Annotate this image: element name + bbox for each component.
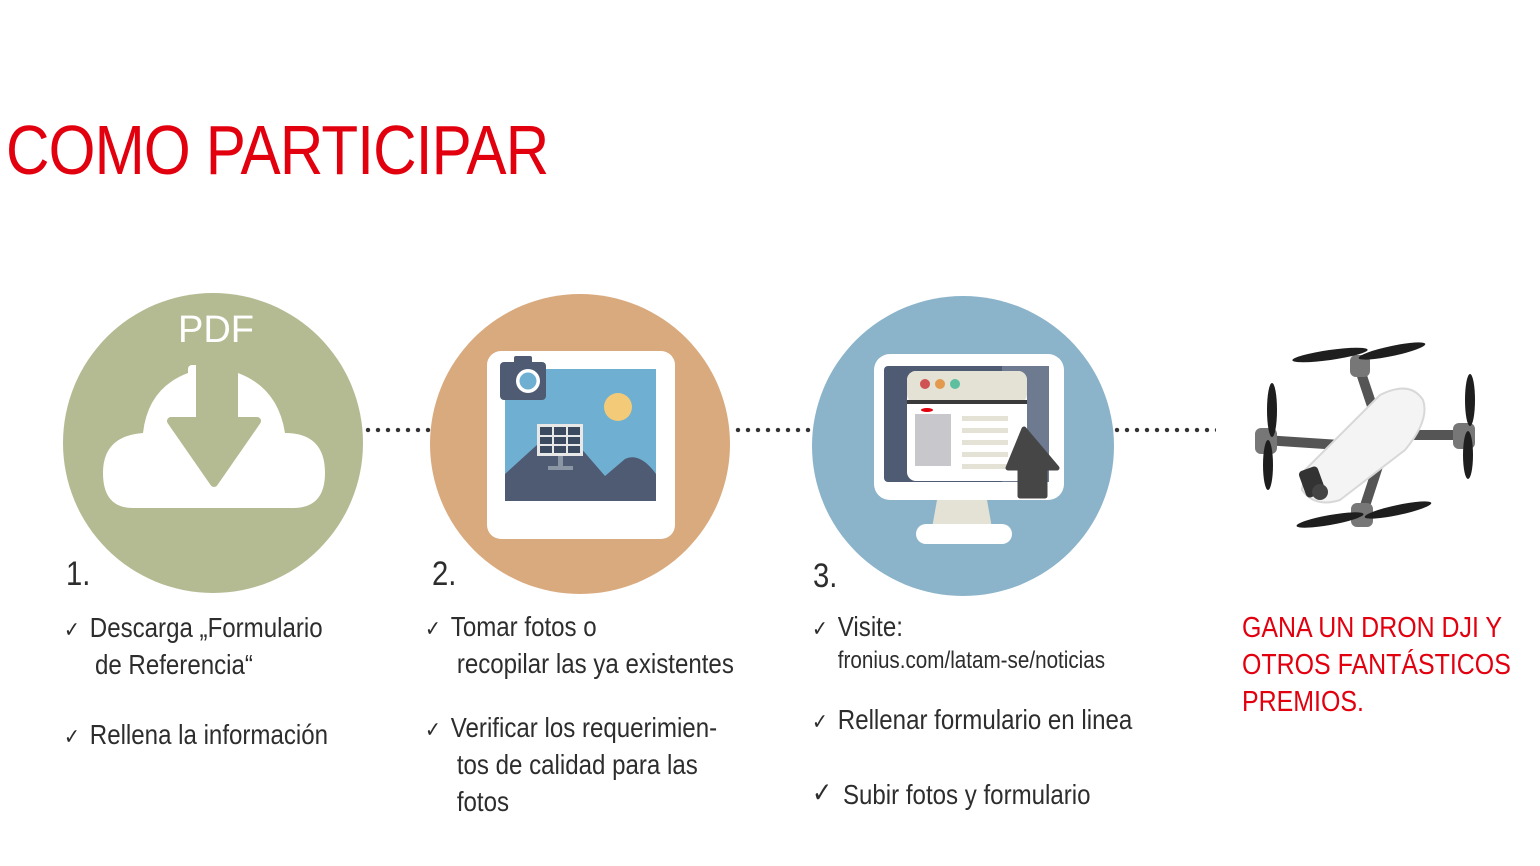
list-item: ✓ Rellena la información	[64, 716, 328, 753]
item-text: de Referencia“	[94, 649, 253, 680]
website-link[interactable]: fronius.com/latam-se/noticias	[837, 647, 1106, 674]
item-text: Tomar fotos o	[450, 611, 597, 642]
list-item: ✓ Rellenar formulario en linea	[812, 701, 1132, 738]
connector-dots-1	[363, 427, 433, 433]
item-text: recopilar las ya existentes	[456, 648, 734, 679]
item-text: fotos	[456, 786, 510, 817]
svg-text:PDF: PDF	[178, 309, 254, 351]
check-icon: ✓	[812, 777, 833, 808]
list-item: ✓ Verificar los requerimien- tos de cali…	[425, 709, 734, 820]
step-1-list: ✓ Descarga „Formulario de Referencia“ ✓ …	[64, 609, 328, 753]
check-icon: ✓	[425, 616, 441, 641]
check-icon: ✓	[64, 617, 80, 642]
cloud-download-icon-arrow	[167, 363, 261, 487]
item-text: tos de calidad para las	[456, 749, 698, 780]
list-item: ✓ Subir fotos y formulario	[812, 776, 1132, 813]
check-icon: ✓	[425, 717, 441, 742]
connector-dots-3	[1112, 427, 1216, 433]
connector-dots-2	[733, 427, 813, 433]
item-text: Verificar los requerimien-	[450, 712, 718, 743]
list-item: ✓ Tomar fotos o recopilar las ya existen…	[425, 608, 734, 682]
prize-line: GANA UN DRON DJI Y	[1242, 612, 1503, 644]
item-text: Rellena la información	[89, 719, 329, 750]
step-2-list: ✓ Tomar fotos o recopilar las ya existen…	[425, 608, 734, 820]
prize-line: PREMIOS.	[1242, 686, 1364, 718]
item-text: Descarga „Formulario	[89, 612, 323, 643]
check-icon: ✓	[812, 709, 828, 734]
monitor-upload-icon	[874, 354, 1064, 544]
step-2-number: 2.	[432, 555, 457, 593]
check-icon: ✓	[64, 724, 80, 749]
prize-text: GANA UN DRON DJI Y OTROS FANTÁSTICOS PRE…	[1242, 610, 1511, 721]
step-3-number: 3.	[813, 557, 838, 595]
check-icon: ✓	[812, 616, 828, 641]
page-title: COMO PARTICIPAR	[6, 111, 549, 189]
step-1-number: 1.	[66, 555, 91, 593]
photo-camera-icon	[487, 351, 675, 539]
list-item: ✓ Descarga „Formulario de Referencia“	[64, 609, 328, 683]
drone-image	[1255, 342, 1475, 528]
item-text: Rellenar formulario en linea	[837, 704, 1133, 735]
cloud-download-icon: PDF	[103, 309, 325, 508]
step-3-list: ✓ Visite: fronius.com/latam-se/noticias …	[812, 608, 1132, 813]
prize-line: OTROS FANTÁSTICOS	[1242, 649, 1511, 681]
item-text: Subir fotos y formulario	[842, 779, 1091, 810]
item-text: Visite:	[837, 611, 903, 642]
list-item: ✓ Visite: fronius.com/latam-se/noticias	[812, 608, 1132, 677]
